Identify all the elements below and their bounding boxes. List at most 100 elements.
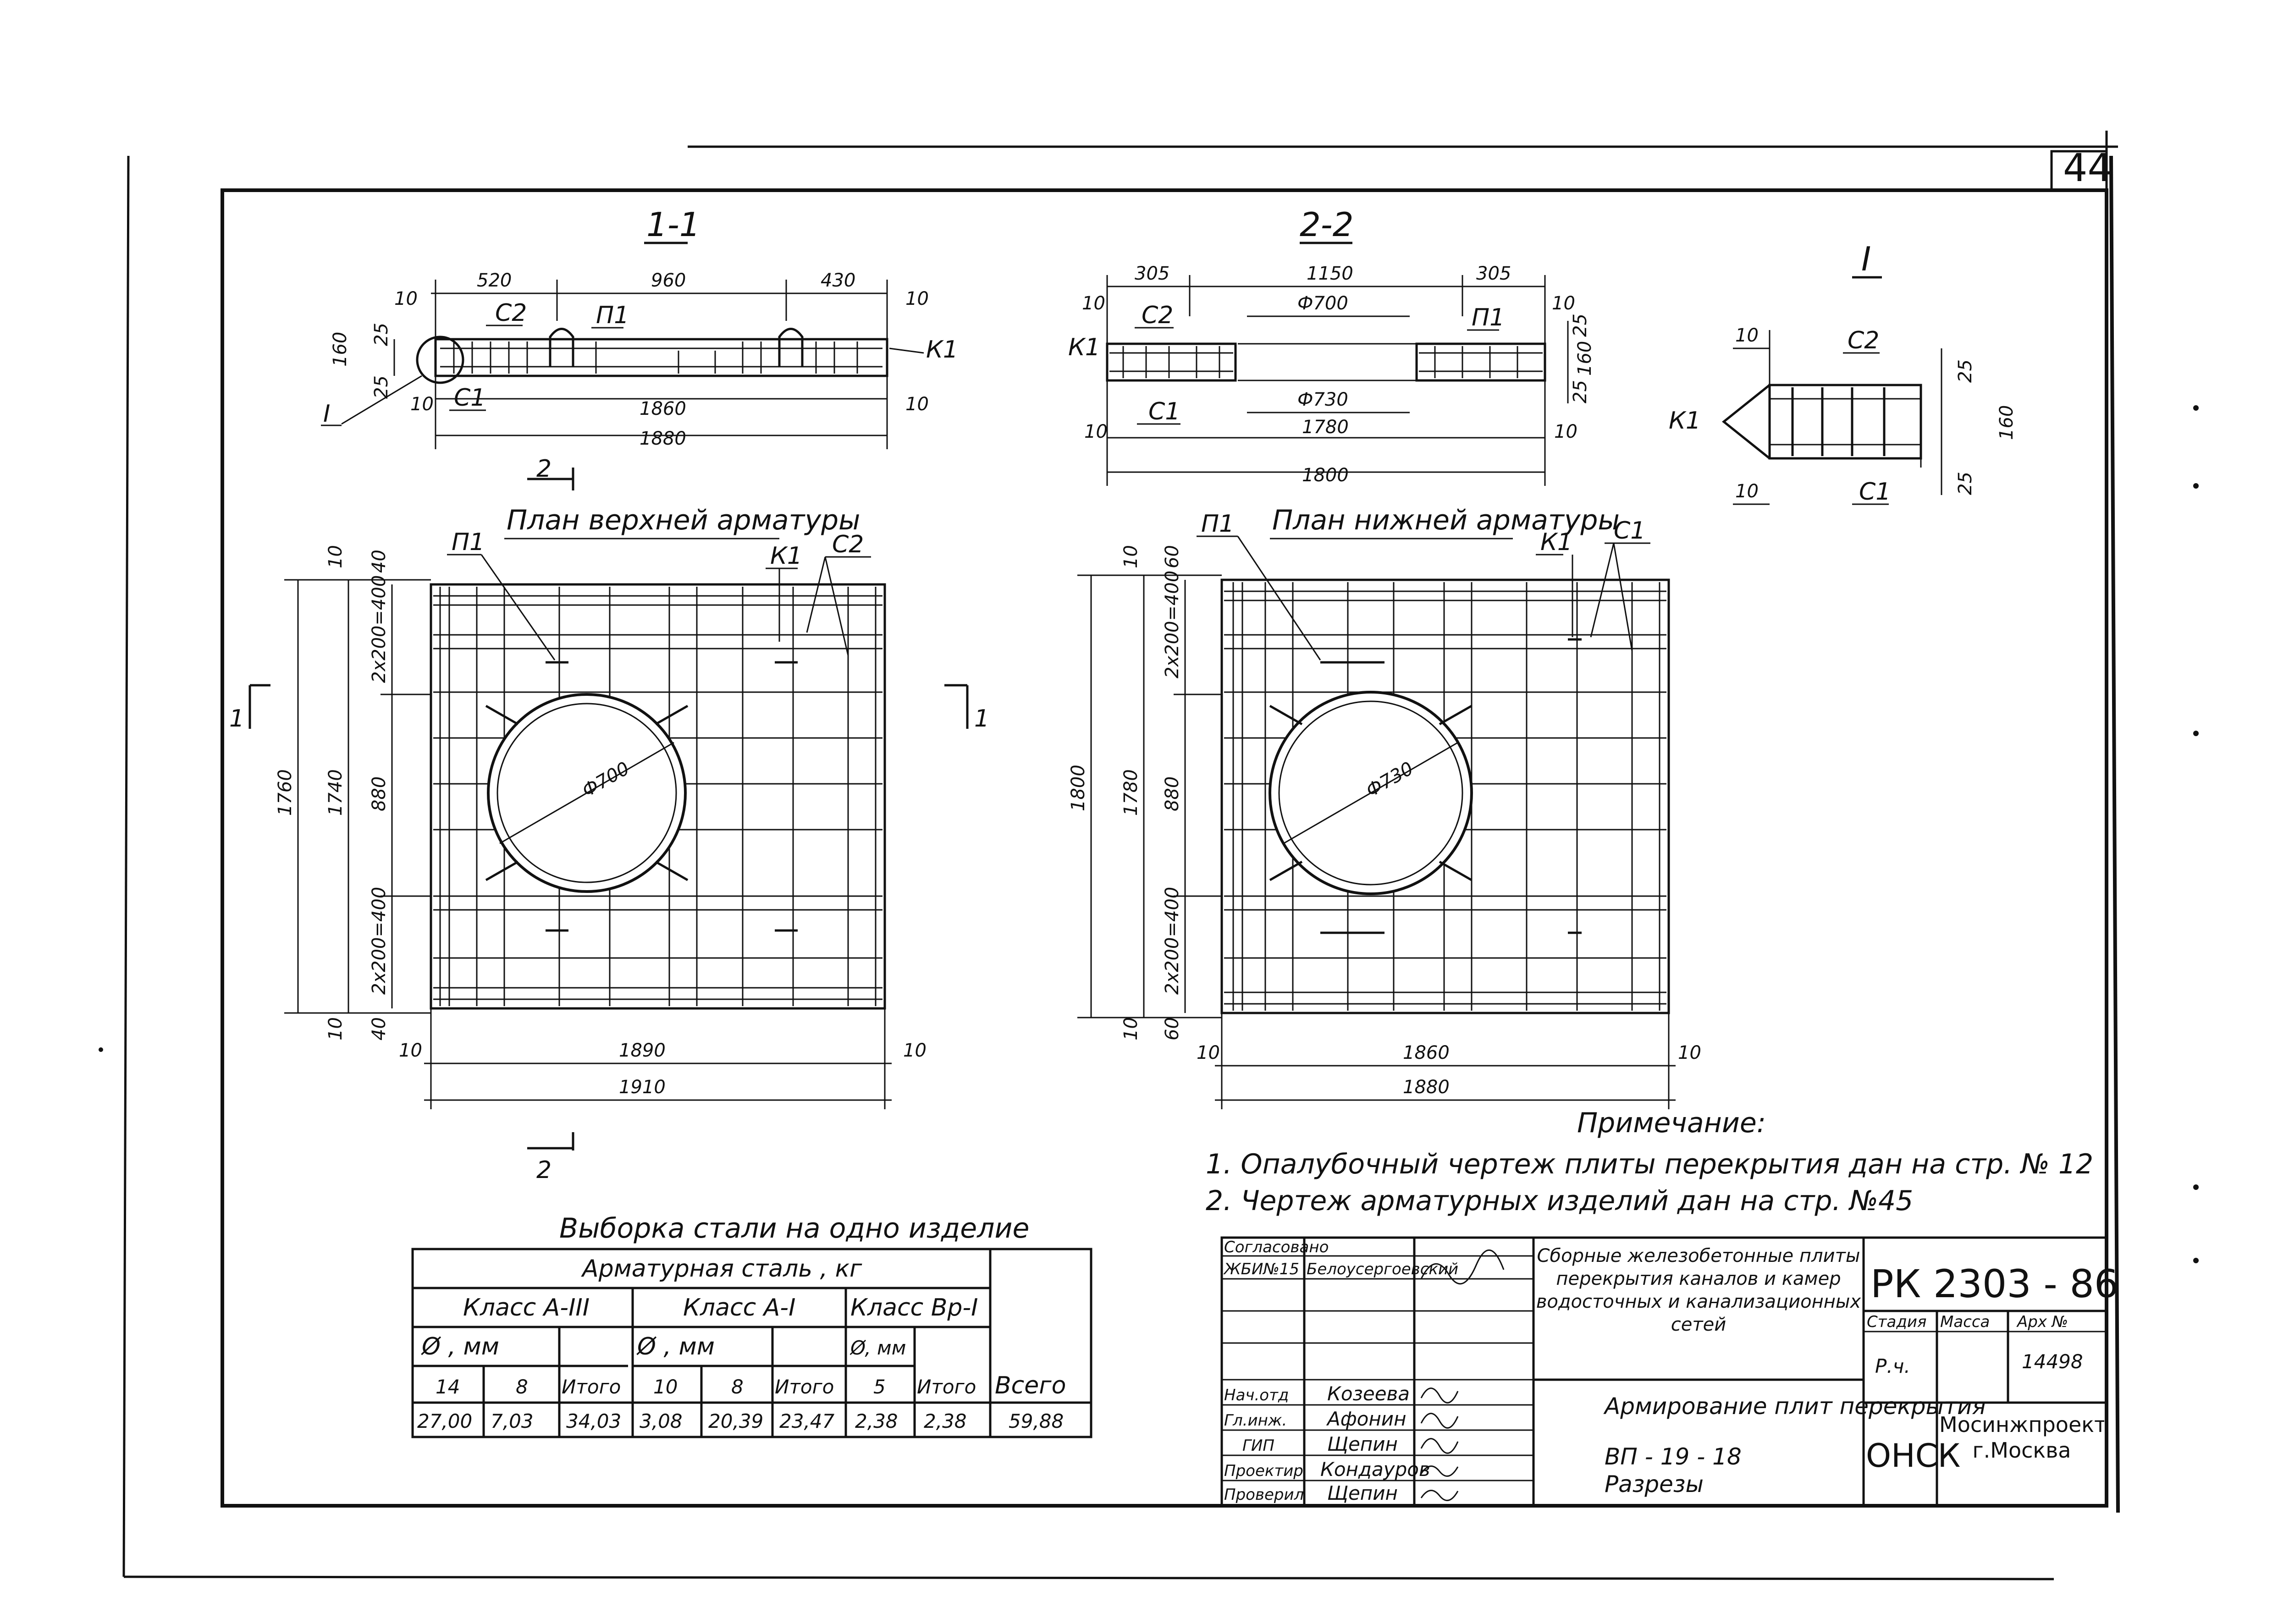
plan-upper-dim-10-bottom: 10 — [325, 1017, 346, 1040]
s1-dim-10-right: 10 — [905, 288, 929, 309]
detail-dim-25-bottom: 25 — [1955, 472, 1976, 495]
steel-table-class-vr1: Класс Вр-I — [850, 1294, 978, 1321]
steel-table-val-2: 34,03 — [566, 1410, 621, 1432]
page-number: 44 — [2063, 145, 2112, 190]
s2-dim-305-right: 305 — [1476, 263, 1511, 284]
detail-I: I 10 10 25 160 25 С2 К1 С1 — [1669, 240, 2017, 506]
plan-lower-dim-1880: 1880 — [1403, 1077, 1450, 1098]
plan-lower-dim-60-top: 60 — [1162, 545, 1183, 568]
steel-table-title: Выборка стали на одно изделие — [559, 1212, 1029, 1244]
s2-dim-1150: 1150 — [1307, 263, 1353, 284]
tb-doc-code: РК 2303 - 86 — [1870, 1261, 2118, 1306]
plan-upper-dim-2x200-top: 2x200=400 — [369, 575, 390, 683]
s2-label-c2: С2 — [1142, 302, 1173, 329]
plan-upper-dim-880: 880 — [369, 776, 390, 811]
steel-table-col-5: 5 — [873, 1376, 886, 1398]
tb-sheet-title-1: Армирование плит перекрытия — [1603, 1393, 1986, 1420]
steel-table-col-14: 14 — [436, 1376, 460, 1398]
s1-dim-25-top: 25 — [371, 323, 392, 346]
s1-label-c1: С1 — [454, 384, 485, 412]
tb-h-mass: Масса — [1940, 1313, 1990, 1331]
steel-table-val-3: 3,08 — [640, 1410, 683, 1432]
tb-sheet-code: ВП - 19 - 18 — [1605, 1443, 1742, 1470]
tb-signatures — [1420, 1387, 1459, 1501]
steel-table: Выборка стали на одно изделие Арматурная… — [411, 1212, 1092, 1438]
cut-2-top: 2 — [536, 455, 552, 483]
steel-table-val-1: 7,03 — [491, 1410, 534, 1432]
plan-lower-label-p1: П1 — [1201, 510, 1234, 538]
steel-table-val-5: 23,47 — [779, 1410, 835, 1432]
tb-project-name: Сборные железобетонные плиты перекрытия … — [1536, 1245, 1861, 1335]
detail-label-k1: К1 — [1669, 407, 1701, 435]
steel-table-val-0: 27,00 — [417, 1410, 472, 1432]
section-2-2-title: 2-2 — [1300, 205, 1354, 244]
plan-lower-dim-10-top: 10 — [1120, 545, 1142, 568]
plan-lower-title: План нижней арматуры — [1272, 504, 1620, 536]
tb-role-0: Нач.отд — [1224, 1386, 1289, 1404]
tb-name-0: Козеева — [1327, 1382, 1410, 1405]
tb-role-3: Проектир — [1224, 1462, 1303, 1480]
plan-upper-label-c2: С2 — [832, 531, 864, 558]
section-2-2: 2-2 305 1150 305 Ф700 Ф730 — [1068, 205, 1595, 486]
s1-dim-25-bottom: 25 — [371, 375, 392, 399]
plan-lower-dim-1860: 1860 — [1403, 1042, 1450, 1063]
steel-table-col-total-vr1: Итого — [917, 1376, 976, 1398]
s1-label-p1: П1 — [596, 302, 629, 329]
steel-table-header-total: Всего — [995, 1372, 1066, 1399]
plan-lower-dim-1800: 1800 — [1068, 765, 1089, 811]
steel-table-dia-a1: Ø , мм — [636, 1333, 715, 1360]
steel-table-col-8-a1: 8 — [731, 1376, 744, 1398]
detail-dim-10-top: 10 — [1735, 325, 1759, 346]
plan-upper-dim-1910: 1910 — [619, 1077, 666, 1098]
plan-lower-dim-60-bottom: 60 — [1162, 1017, 1183, 1040]
plan-lower-dim-10-r: 10 — [1678, 1042, 1701, 1063]
steel-table-dia-vr1: Ø, мм — [849, 1337, 906, 1359]
plan-lower-label-k1: К1 — [1540, 528, 1572, 556]
plan-lower-label-c1: С1 — [1614, 517, 1645, 545]
s2-dim-25-top: 25 — [1570, 314, 1591, 337]
tb-stage: Р.ч. — [1875, 1355, 1910, 1377]
plan-lower: План нижней арматуры Ф730 — [1068, 504, 1701, 1109]
steel-table-val-6: 2,38 — [855, 1410, 898, 1432]
s2-dim-305-left: 305 — [1135, 263, 1169, 284]
tb-h-stage: Стадия — [1867, 1313, 1926, 1331]
plan-upper-dim-10-top: 10 — [325, 545, 346, 568]
steel-table-col-10: 10 — [653, 1376, 678, 1398]
s2-label-k1: К1 — [1068, 334, 1100, 361]
plan-lower-dim-880: 880 — [1162, 776, 1183, 811]
s2-label-p1: П1 — [1472, 304, 1505, 331]
tb-role-1: Гл.инж. — [1224, 1411, 1287, 1430]
cut-2-bottom: 2 — [536, 1156, 552, 1184]
steel-table-val-4: 20,39 — [708, 1410, 763, 1432]
plan-upper-label-k1: К1 — [770, 542, 802, 570]
s2-dim-10-a: 10 — [1082, 293, 1105, 314]
plan-upper-dim-1740: 1740 — [325, 769, 346, 816]
plan-upper-dim-40-top: 40 — [369, 550, 390, 573]
notes-title: Примечание: — [1577, 1107, 1766, 1139]
plan-lower-dim-2x200-top: 2x200=400 — [1162, 571, 1183, 678]
tb-dept: ОНСК — [1866, 1437, 1960, 1475]
s2-dim-160: 160 — [1574, 341, 1595, 376]
section-1-1: 1-1 520 960 430 10 10 — [321, 205, 958, 449]
steel-table-val-7: 2,38 — [924, 1410, 967, 1432]
detail-label-c2: С2 — [1848, 327, 1879, 354]
note-1: 1. Опалубочный чертеж плиты перекрытия д… — [1206, 1148, 2093, 1180]
s1-dim-520: 520 — [477, 270, 512, 291]
s2-dim-10-d: 10 — [1554, 421, 1577, 442]
tb-company: Мосинжпроект г.Москва — [1939, 1412, 2104, 1463]
s1-dim-1880: 1880 — [640, 428, 686, 449]
s1-dim-1860: 1860 — [640, 398, 686, 419]
notes: Примечание: 1. Опалубочный чертеж плиты … — [1206, 1107, 2093, 1217]
tb-h-arch: Арх № — [2016, 1313, 2068, 1331]
s1-dim-10-br: 10 — [905, 394, 929, 415]
plan-upper-title: План верхней арматуры — [507, 504, 860, 536]
steel-table-col-8-a3: 8 — [516, 1376, 528, 1398]
detail-label-c1: С1 — [1859, 478, 1891, 506]
plan-upper-dim-1760: 1760 — [275, 769, 296, 816]
detail-dim-10-bottom: 10 — [1735, 481, 1759, 502]
sheet-frame: 44 — [122, 131, 2120, 1580]
detail-dim-160: 160 — [1996, 405, 2017, 440]
s2-label-c1: С1 — [1148, 398, 1180, 425]
tb-name-1: Афонин — [1326, 1408, 1406, 1430]
